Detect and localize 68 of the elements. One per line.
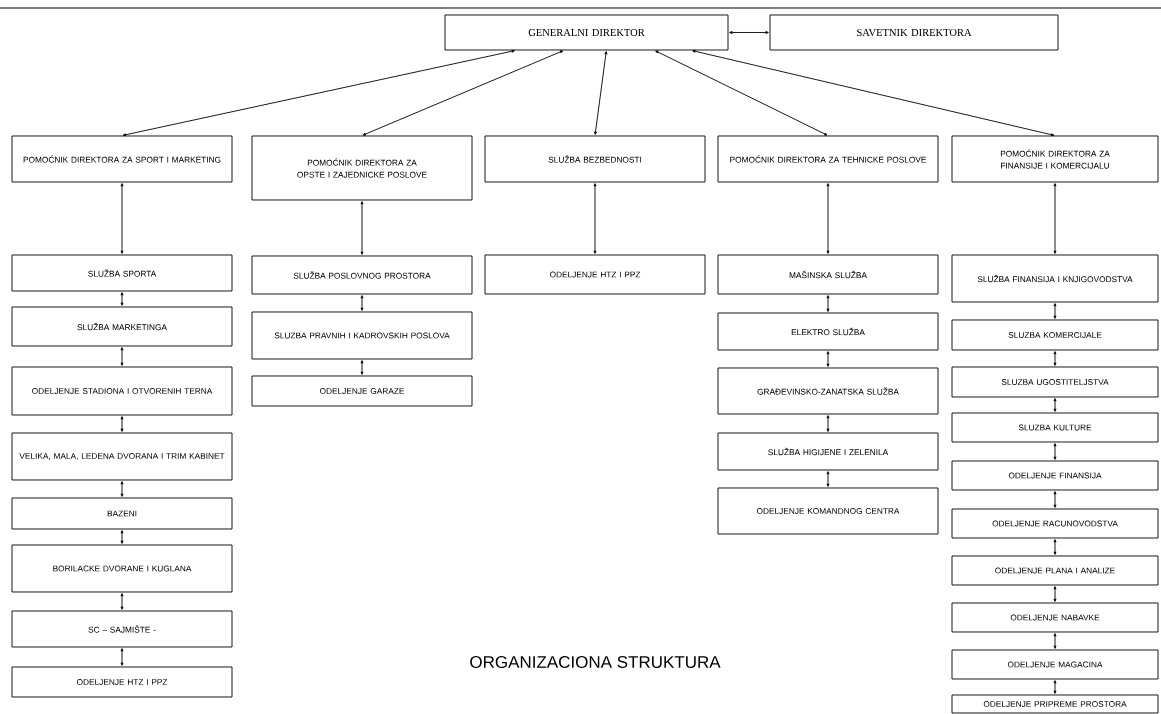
arrow [1053, 398, 1057, 412]
org-box: ODELJENJE STADIONA I OTVORENIH TERNA [11, 366, 233, 416]
arrow [826, 295, 830, 312]
arrow [1053, 183, 1057, 254]
arrow [826, 471, 830, 487]
org-box: SC – SAJMIŠTE - [11, 610, 233, 648]
org-box: SLUŽBA SPORTA [11, 254, 233, 292]
arrow [826, 183, 830, 254]
org-box: SLUŽBA HIGIJENE I ZELENILA [717, 432, 939, 471]
org-box: ODELJENJE HTZ I PPZ [11, 666, 233, 698]
arrow [826, 415, 830, 432]
org-box: ODELJENJE RACUNOVODSTVA [951, 508, 1159, 539]
org-box: SLUŽBA POSLOVNOG PROSTORA [251, 255, 473, 295]
org-box: SAVETNIK DIREKTORA [769, 14, 1059, 51]
arrow [594, 51, 608, 135]
arrow [655, 50, 828, 136]
org-box: ODELJENJE GARAZE [251, 375, 473, 407]
org-box: GRAĐEVINSKO-ZANATSKA SLUŽBA [717, 367, 939, 415]
arrow [120, 648, 124, 666]
org-box: POMOĆNIK DIREKTORA ZA TEHNICKE POSLOVE [717, 135, 939, 183]
arrow [360, 295, 364, 311]
org-box: BAZENI [11, 497, 233, 530]
arrow [120, 481, 124, 497]
arrow [826, 351, 830, 367]
org-box: SLUŽBA MARKETINGA [11, 306, 233, 347]
arrow [593, 183, 597, 254]
org-box: SLUŽBA BEZBEDNOSTI [484, 135, 706, 183]
org-box: ODELJENJE MAGACINA [951, 649, 1159, 680]
org-box: POMOĆNIK DIREKTORA ZA OPSTE I ZAJEDNICKE POSLOVE [251, 135, 473, 201]
org-box: ODELJENJE KOMANDNOG CENTRA [717, 487, 939, 535]
org-box: SLUZBA UGOSTITELJSTVA [951, 366, 1159, 398]
diagram-title: ORGANIZACIONA STRUKTURA [470, 655, 721, 668]
arrow [692, 49, 1055, 137]
arrow [1053, 586, 1057, 602]
arrow [1053, 443, 1057, 460]
arrow [120, 593, 124, 610]
arrow [360, 201, 364, 255]
arrow [1053, 491, 1057, 508]
arrow [122, 49, 515, 137]
arrow [729, 31, 769, 34]
arrow [360, 360, 364, 375]
arrow [1053, 633, 1057, 649]
org-box: ODELJENJE PRIPREME PROSTORA [951, 694, 1159, 714]
org-box: MAŠINSKA SLUŽBA [717, 254, 939, 295]
arrow [1053, 303, 1057, 319]
arrow [120, 530, 124, 544]
org-box: POMOĆNIK DIREKTORA ZA SPORT I MARKETING [11, 135, 233, 183]
arrow [120, 292, 124, 306]
org-box: GENERALNI DIREKTOR [444, 14, 729, 51]
arrow [120, 347, 124, 366]
arrow [1053, 680, 1057, 694]
arrow [120, 183, 124, 254]
arrow [120, 416, 124, 432]
org-box: SLUŽBA FINANSIJA I KNJIGOVODSTVA [951, 254, 1159, 303]
org-box: ODELJENJE HTZ I PPZ [484, 254, 706, 295]
org-box: ODELJENJE FINANSIJA [951, 460, 1159, 491]
org-box: SLUZBA KULTURE [951, 412, 1159, 443]
org-box: VELIKA, MALA, LEDENA DVORANA I TRIM KABINET [11, 432, 233, 481]
org-box: ELEKTRO SLUŽBA [717, 312, 939, 351]
org-box: SLUZBA KOMERCIJALE [951, 319, 1159, 351]
arrow [1053, 539, 1057, 555]
org-box: SLUZBA PRAVNIH I KADROVSKIH POSLOVA [251, 311, 473, 360]
org-box: ODELJENJE PLANA I ANALIZE [951, 555, 1159, 586]
org-box: BORILACKE DVORANE I KUGLANA [11, 544, 233, 593]
arrow [1053, 351, 1057, 366]
arrow [362, 50, 564, 136]
org-box: ODELJENJE NABAVKE [951, 602, 1159, 633]
org-box: POMOĆNIK DIREKTORA ZA FINANSIJE I KOMERCIJALU [951, 135, 1159, 183]
